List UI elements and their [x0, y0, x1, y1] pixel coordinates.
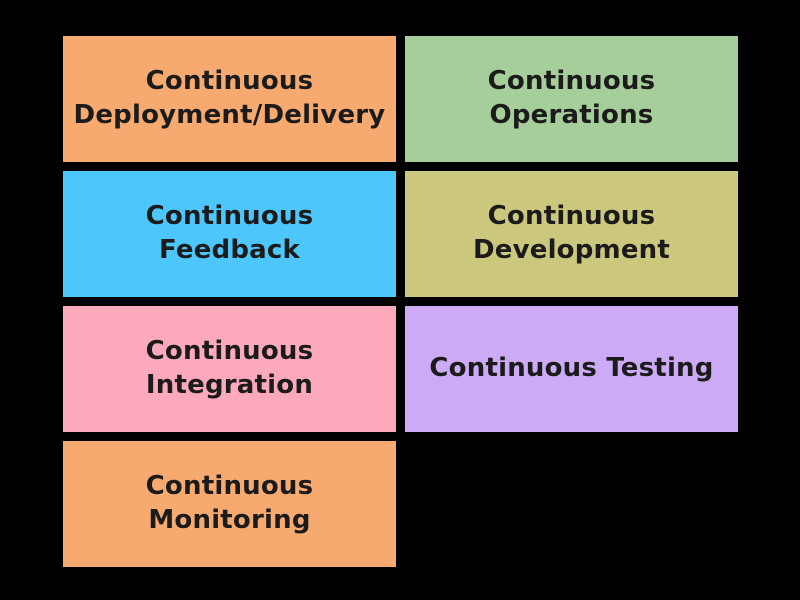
tile-label: Continuous Operations [487, 66, 656, 130]
tile-continuous-integration[interactable]: Continuous Integration [63, 306, 396, 432]
tile-board: Continuous Deployment/Delivery Continuou… [63, 36, 738, 567]
tile-continuous-development[interactable]: Continuous Development [405, 171, 738, 297]
tile-label: Continuous Testing [429, 353, 714, 384]
tile-continuous-testing[interactable]: Continuous Testing [405, 306, 738, 432]
tile-continuous-deployment-delivery[interactable]: Continuous Deployment/Delivery [63, 36, 396, 162]
tile-label: Continuous Feedback [145, 201, 314, 265]
tile-continuous-operations[interactable]: Continuous Operations [405, 36, 738, 162]
empty-cell [405, 441, 738, 567]
tile-continuous-monitoring[interactable]: Continuous Monitoring [63, 441, 396, 567]
tile-label: Continuous Integration [145, 336, 314, 400]
tile-label: Continuous Deployment/Delivery [73, 66, 386, 130]
tile-label: Continuous Monitoring [145, 471, 314, 535]
tile-label: Continuous Development [472, 201, 671, 265]
tile-continuous-feedback[interactable]: Continuous Feedback [63, 171, 396, 297]
